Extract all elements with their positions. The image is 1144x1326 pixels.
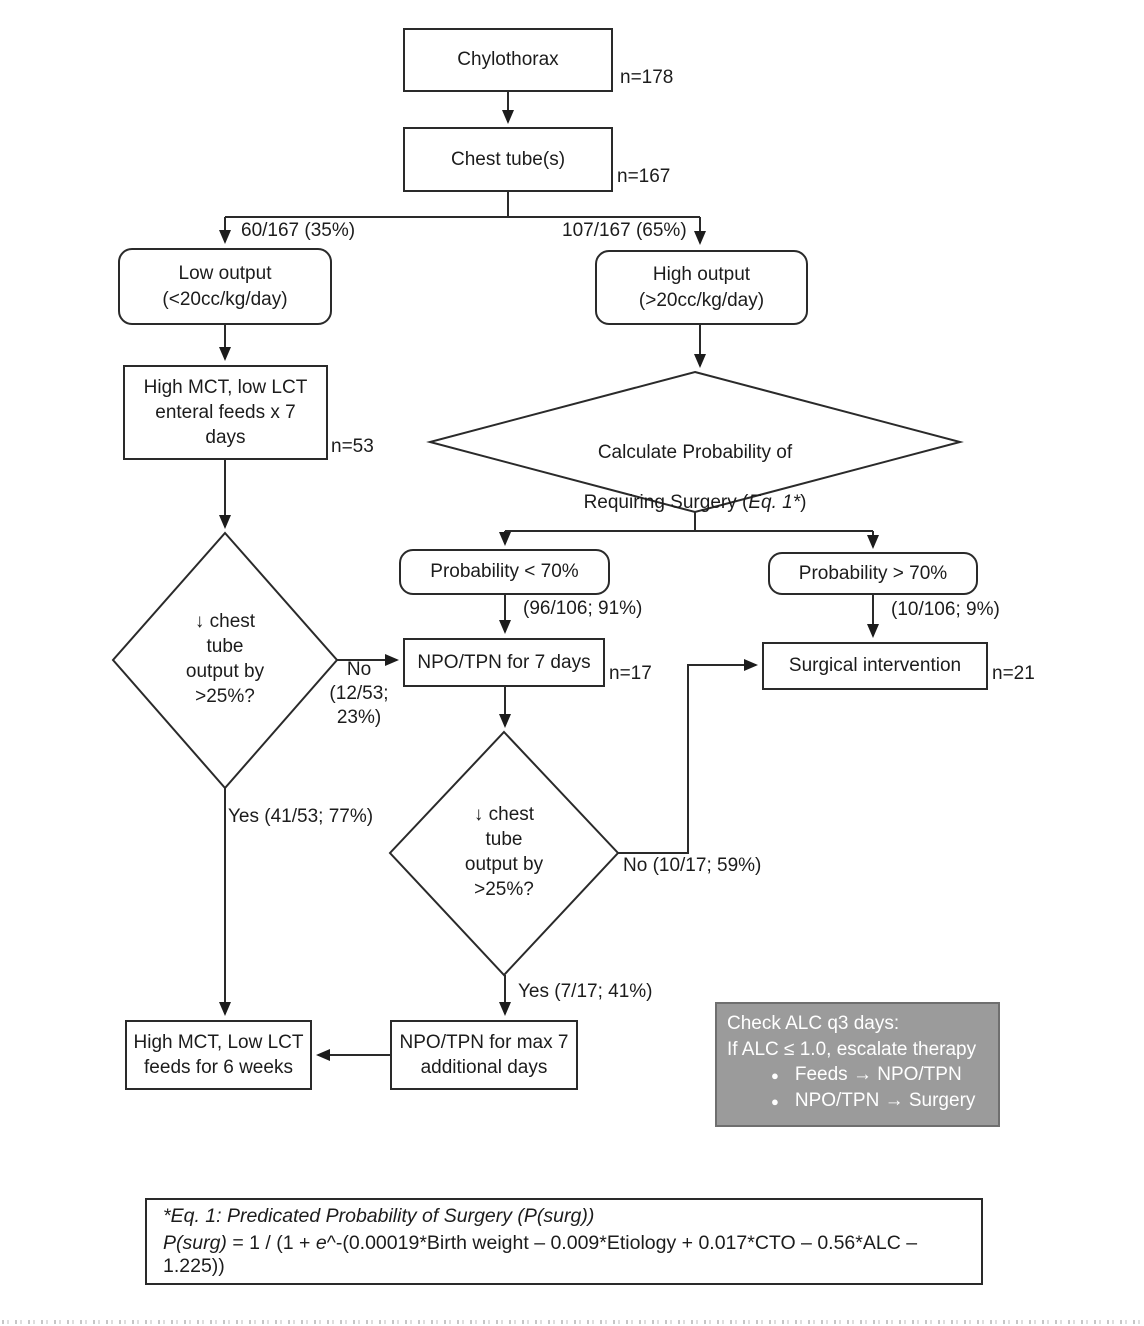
high-mct-feeds-box: High MCT, low LCT enteral feeds x 7 days	[123, 365, 328, 460]
alc-note-bullet-2-text: NPO/TPN → Surgery	[794, 1089, 976, 1111]
npo-max-7-box: NPO/TPN for max 7 additional days	[390, 1020, 578, 1090]
edge-calcprob-split	[505, 512, 873, 532]
left-diamond-text: ↓ chest tube output by >25%?	[185, 611, 265, 708]
equation-box: *Eq. 1: Predicated Probability of Surger…	[145, 1198, 983, 1285]
chylothorax-n-label: n=178	[620, 67, 674, 88]
calc-probability-diamond	[426, 370, 964, 514]
equation-mid: = 1 / (1 +	[226, 1231, 316, 1254]
equation-title: *Eq. 1: Predicated Probability of Surger…	[163, 1205, 595, 1228]
probability-lt-70-stat-label: (96/106; 91%)	[523, 598, 643, 619]
mct-6-weeks-box: High MCT, Low LCT feeds for 6 weeks	[125, 1020, 312, 1090]
mid-chest-tube-diamond	[388, 730, 620, 977]
mid-diamond-no-label: No (10/17; 59%)	[623, 855, 762, 876]
cropped-caption-fragment	[2, 1320, 1142, 1324]
equation-rest: ^-(0.00019*Birth weight – 0.009*Etiology…	[163, 1231, 918, 1277]
chest-tubes-n-label: n=167	[617, 166, 671, 187]
alc-note-bullet-1-text: Feeds → NPO/TPN	[794, 1064, 962, 1086]
branch-low-label: 60/167 (35%)	[241, 220, 356, 241]
alc-note-line1: Check ALC q3 days:	[727, 1013, 900, 1034]
calc-probability-line2-pre: Requiring Surgery (	[583, 492, 749, 514]
edge-chesttubes-split	[225, 192, 700, 218]
high-mct-feeds-n-label: n=53	[331, 436, 374, 457]
chylothorax-box: Chylothorax	[403, 28, 613, 92]
left-diamond-no-label: No (12/53; 23%)	[329, 659, 389, 728]
low-output-box: Low output (<20cc/kg/day)	[118, 248, 332, 325]
mid-diamond-text: ↓ chest tube output by >25%?	[464, 804, 544, 901]
npo-tpn-7-days-n-label: n=17	[609, 663, 652, 684]
probability-lt-70-box: Probability < 70%	[399, 549, 610, 595]
surgical-intervention-n-label: n=21	[992, 663, 1035, 684]
bullet-icon: ●	[771, 1068, 779, 1084]
alc-note-bullet-1: ● Feeds → NPO/TPN	[727, 1062, 988, 1088]
calc-probability-line2-post: )	[800, 492, 807, 514]
mid-diamond-yes-label: Yes (7/17; 41%)	[518, 981, 653, 1002]
calc-probability-text: Calculate Probability of Requiring Surge…	[545, 415, 845, 515]
calc-probability-line1: Calculate Probability of	[597, 442, 793, 464]
calc-probability-eq-ref: Eq. 1*	[748, 492, 801, 514]
branch-high-label: 107/167 (65%)	[562, 220, 687, 241]
high-output-box: High output (>20cc/kg/day)	[595, 250, 808, 325]
bullet-icon: ●	[771, 1093, 779, 1109]
equation-e: e	[315, 1231, 327, 1254]
equation-body: P(surg) = 1 / (1 + e^-(0.00019*Birth wei…	[163, 1232, 965, 1278]
surgical-intervention-box: Surgical intervention	[762, 642, 988, 690]
left-diamond-yes-label: Yes (41/53; 77%)	[228, 806, 374, 827]
equation-psurg: P(surg)	[163, 1231, 227, 1254]
left-chest-tube-diamond	[111, 531, 339, 790]
npo-tpn-7-days-box: NPO/TPN for 7 days	[403, 638, 605, 687]
alc-check-note: Check ALC q3 days: If ALC ≤ 1.0, escalat…	[715, 1002, 1000, 1127]
edge-middiamond-no	[618, 659, 758, 854]
alc-note-line2: If ALC ≤ 1.0, escalate therapy	[727, 1038, 977, 1060]
chest-tubes-box: Chest tube(s)	[403, 127, 613, 192]
probability-gt-70-stat-label: (10/106; 9%)	[891, 599, 1000, 620]
probability-gt-70-box: Probability > 70%	[768, 552, 978, 595]
alc-note-bullet-2: ● NPO/TPN → Surgery	[727, 1088, 988, 1114]
